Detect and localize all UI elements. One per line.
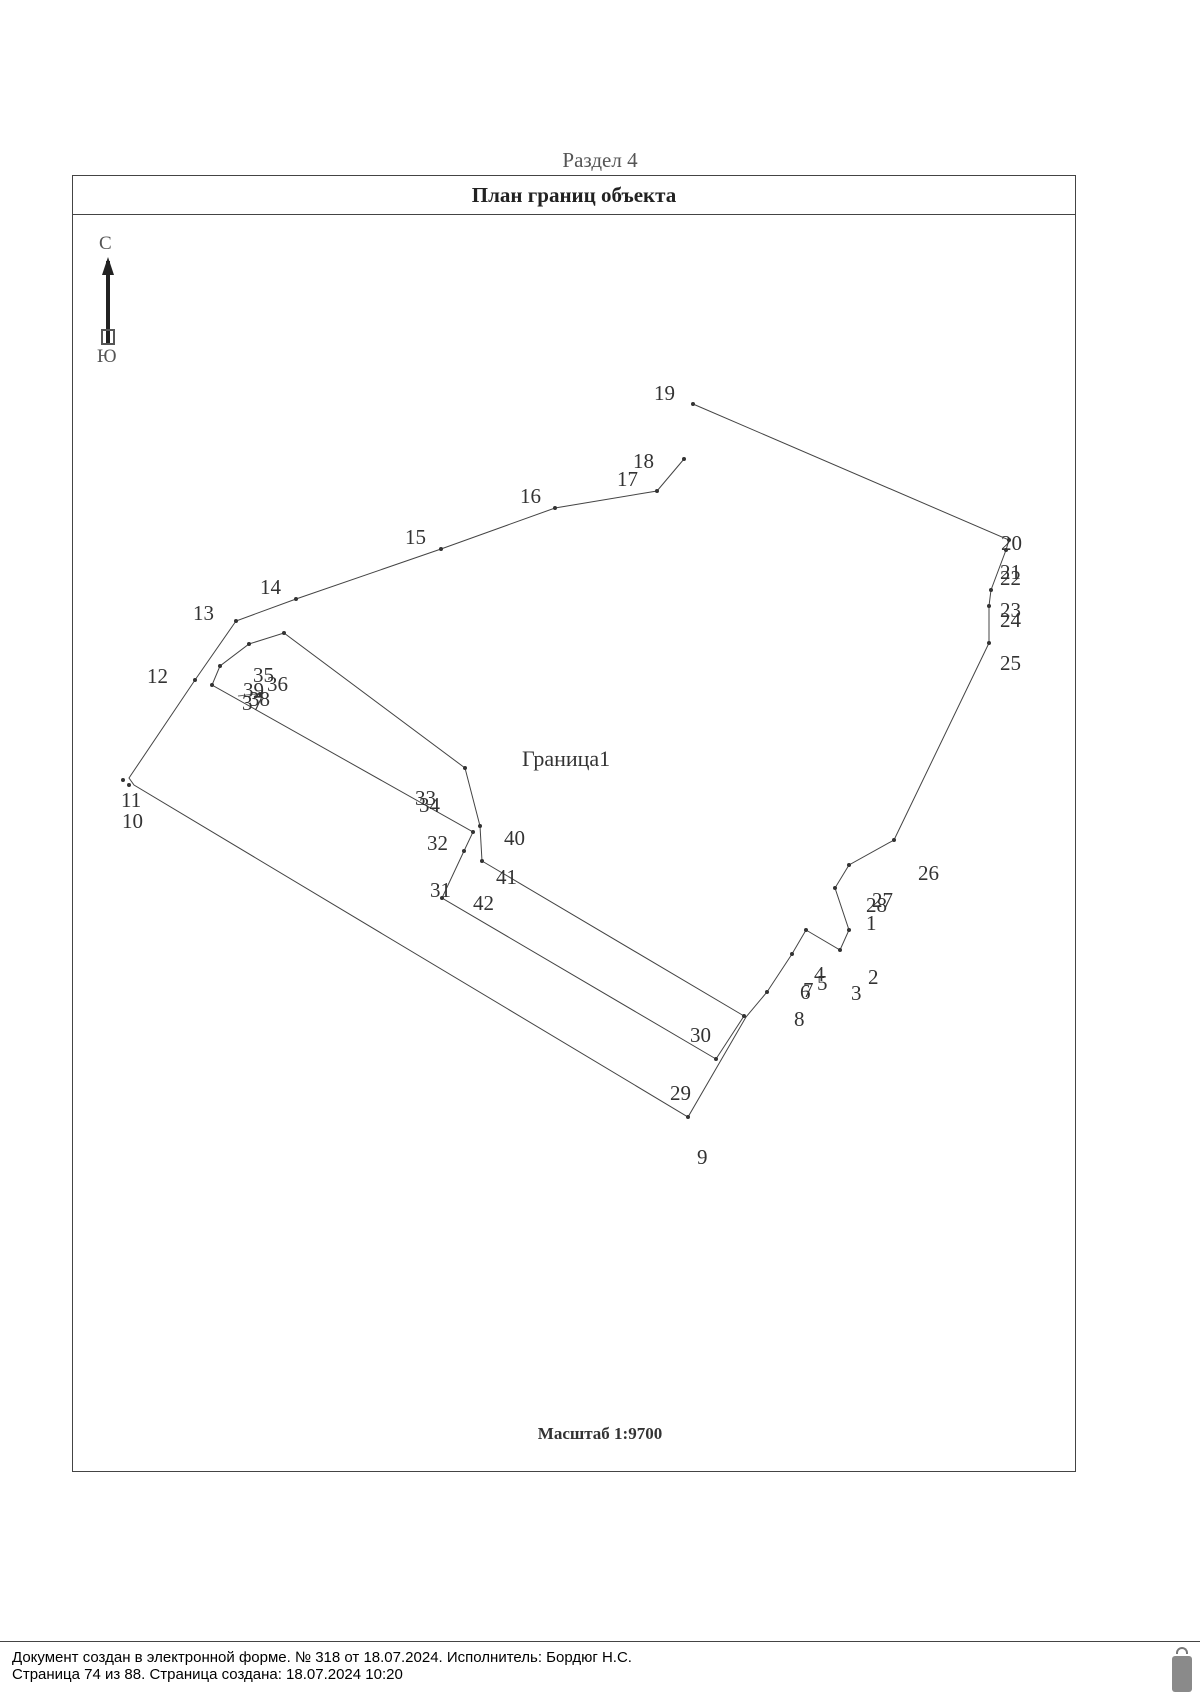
point-label-15: 15 (405, 525, 426, 549)
point-label-14: 14 (260, 575, 282, 599)
point-label-37: 37 (242, 691, 263, 715)
point-label-1: 1 (866, 911, 877, 935)
point-label-26: 26 (918, 861, 939, 885)
north-arrow: С Ю (93, 233, 123, 368)
point-label-41: 41 (496, 865, 517, 889)
point-label-6: 6 (800, 980, 811, 1004)
point-label-34: 34 (419, 793, 441, 817)
point-label-35: 35 (253, 663, 274, 687)
point-label-42: 42 (473, 891, 494, 915)
point-label-38: 38 (249, 687, 270, 711)
point-label-10: 10 (122, 809, 143, 833)
inner-boundary-line (211, 632, 745, 1060)
point-label-3: 3 (851, 981, 862, 1005)
point-label-18: 18 (633, 449, 654, 473)
point-label-25: 25 (1000, 651, 1021, 675)
point-label-5: 5 (817, 971, 828, 995)
point-label-4: 4 (814, 962, 825, 986)
point-label-20: 20 (1001, 531, 1022, 555)
point-label-21: 21 (1000, 560, 1021, 584)
footer-page-info: Страница 74 из 88. Страница создана: 18.… (12, 1666, 403, 1683)
point-label-39: 39 (243, 678, 264, 702)
north-arrow-icon (101, 257, 115, 345)
point-label-13: 13 (193, 601, 214, 625)
footer-document-info: Документ создан в электронной форме. № 3… (12, 1649, 632, 1666)
point-label-27: 27 (872, 888, 893, 912)
compass-south-label: Ю (97, 346, 117, 367)
point-label-30: 30 (690, 1023, 711, 1047)
point-label-12: 12 (147, 664, 168, 688)
scale-label: Масштаб 1:9700 (537, 1424, 663, 1443)
point-label-33: 33 (415, 786, 436, 810)
section-title: Раздел 4 (562, 148, 638, 172)
emblem-icon (1172, 1647, 1192, 1692)
point-label-19: 19 (654, 381, 675, 405)
point-label-2: 2 (868, 965, 879, 989)
point-label-28: 28 (866, 893, 887, 917)
plan-frame: План границ объекта (72, 175, 1076, 1472)
point-label-9: 9 (697, 1145, 708, 1169)
point-label-16: 16 (520, 484, 541, 508)
point-label-29: 29 (670, 1081, 691, 1105)
point-label-7: 7 (803, 978, 814, 1002)
point-label-17: 17 (617, 467, 638, 491)
point-label-8: 8 (794, 1007, 805, 1031)
point-label-40: 40 (504, 826, 525, 850)
point-label-23: 23 (1000, 598, 1021, 622)
point-label-22: 22 (1000, 566, 1021, 590)
point-label-31: 31 (430, 878, 451, 902)
document-footer: Документ создан в электронной форме. № 3… (0, 1641, 1200, 1698)
point-label-11: 11 (121, 788, 141, 812)
plan-title: План границ объекта (73, 176, 1075, 215)
compass-north-label: С (99, 233, 112, 254)
point-label-36: 36 (267, 672, 288, 696)
point-label-24: 24 (1000, 608, 1022, 632)
point-label-32: 32 (427, 831, 448, 855)
boundary-label: Граница1 (522, 746, 610, 771)
